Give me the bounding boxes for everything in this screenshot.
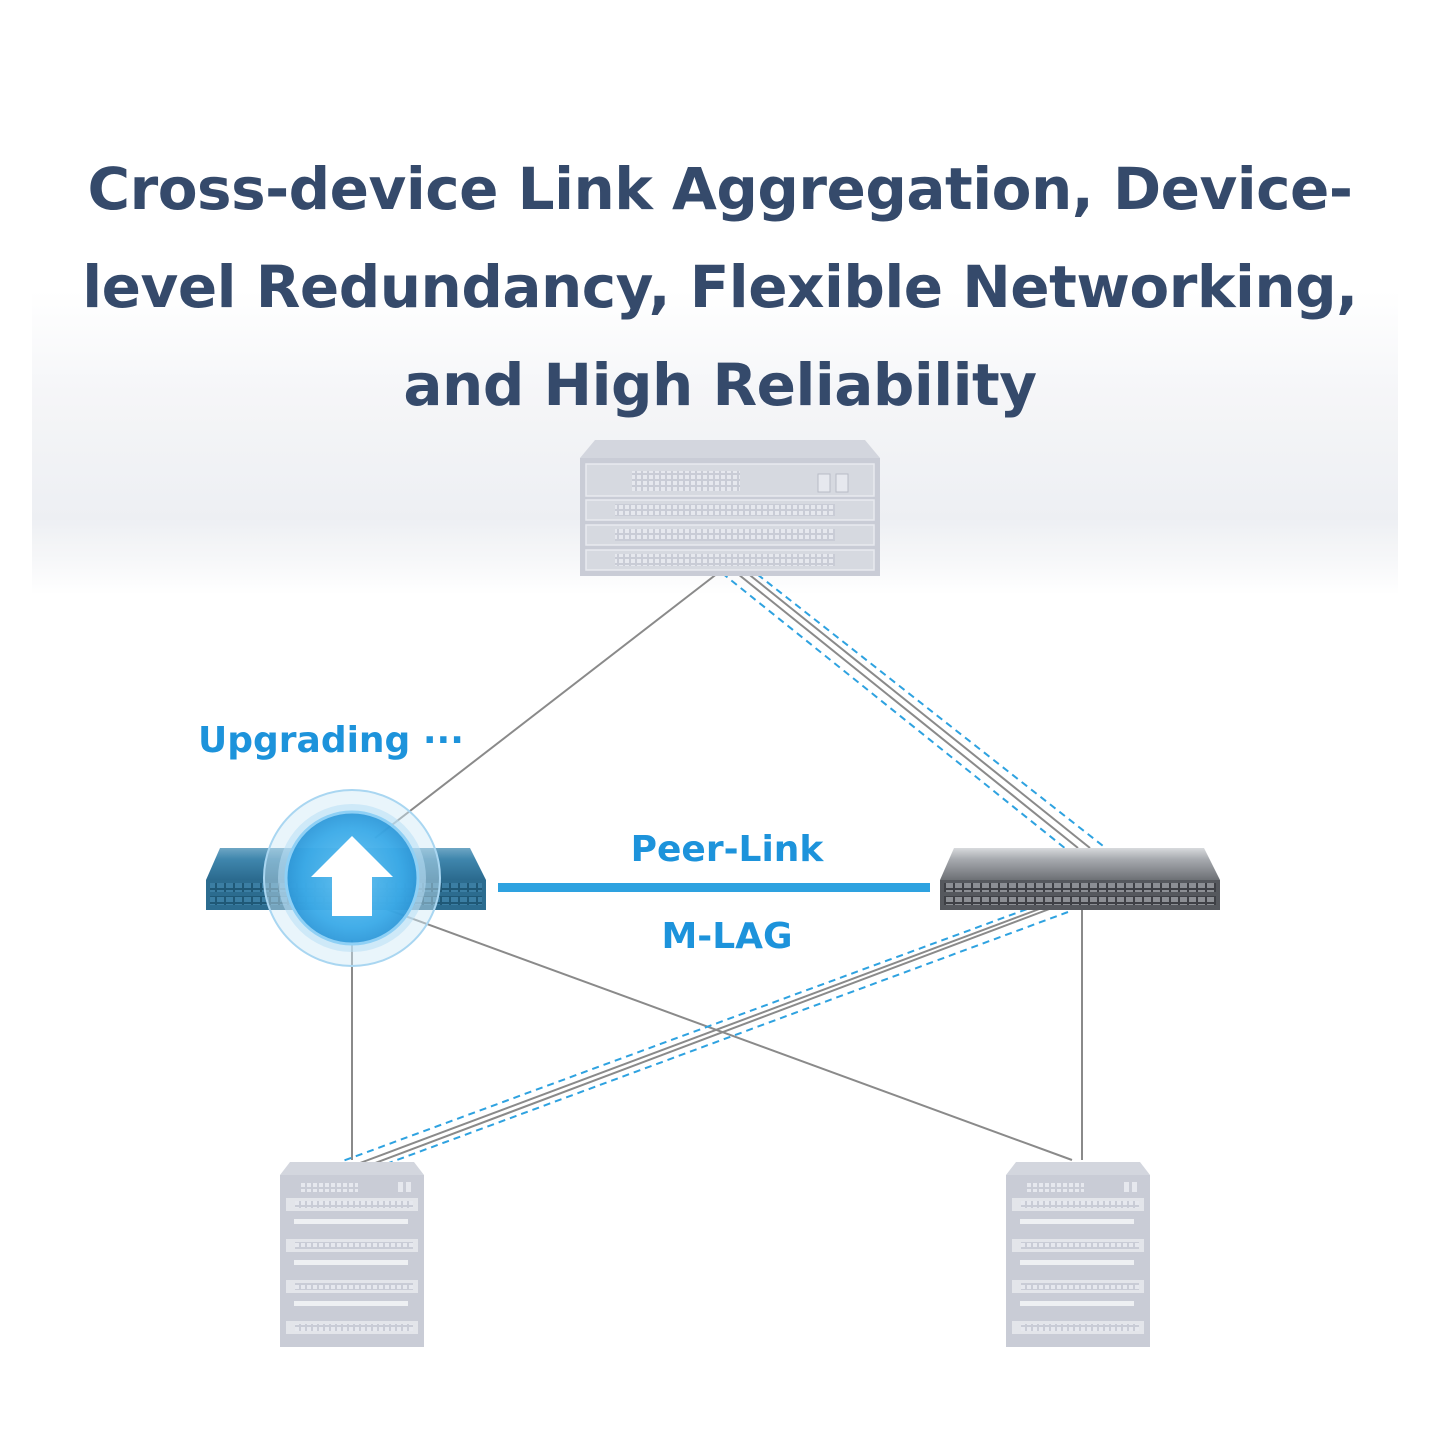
- mlag-label: M-LAG: [661, 916, 792, 957]
- link-core-right-dashed-a: [721, 572, 1067, 850]
- link-right-to-server-left-dashed-a: [339, 904, 1039, 1163]
- link-right-to-server-left-a: [359, 904, 1051, 1164]
- link-core-right-b: [740, 567, 1091, 849]
- right-switch: [940, 848, 1220, 910]
- peer-link-bar: [498, 883, 930, 892]
- peer-link-label: Peer-Link: [631, 829, 825, 870]
- server-left: [280, 1162, 424, 1347]
- page-title: Cross-device Link Aggregation, Device-le…: [82, 155, 1358, 419]
- link-lines: [339, 566, 1113, 1168]
- server-right: [1006, 1162, 1150, 1347]
- arrow-up-icon: [311, 836, 393, 916]
- link-right-to-server-left-b: [369, 904, 1061, 1166]
- upgrading-label: Upgrading ···: [198, 720, 464, 761]
- link-core-right-a: [732, 569, 1079, 849]
- link-right-to-server-left-dashed-b: [377, 911, 1069, 1168]
- link-core-right-dashed-b: [747, 566, 1113, 854]
- upgrade-indicator: [263, 789, 441, 967]
- core-switch: [580, 440, 880, 576]
- link-core-left: [374, 572, 719, 839]
